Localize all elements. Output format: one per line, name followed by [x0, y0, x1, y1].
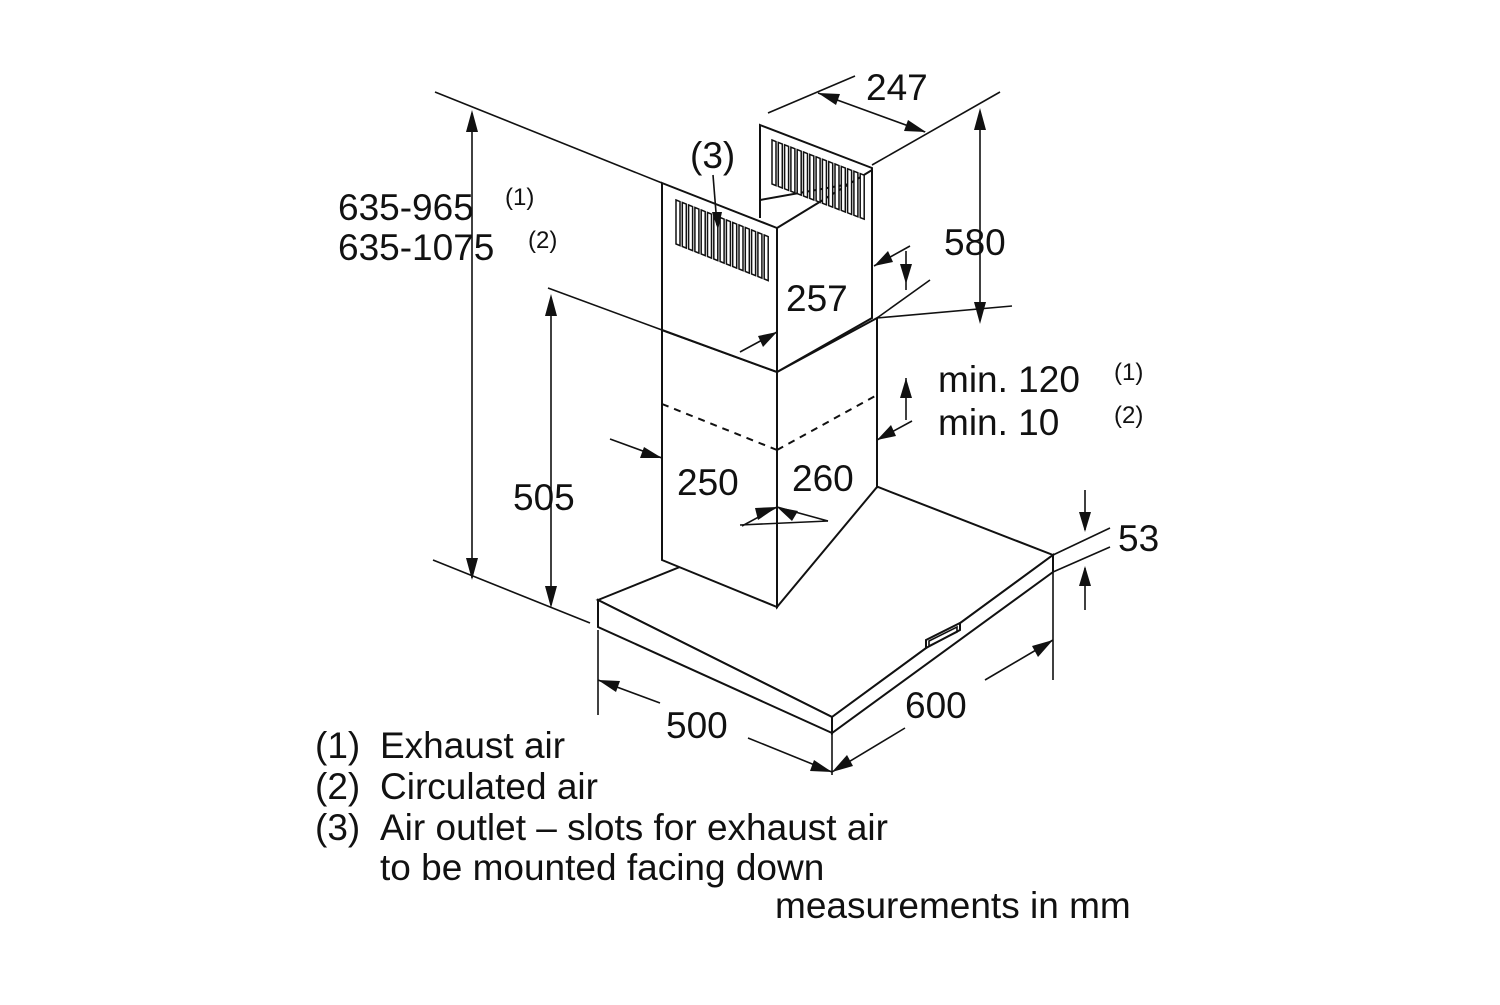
vent-slot	[771, 138, 777, 187]
legend-item-3-text: Air outlet – slots for exhaust air	[380, 807, 888, 848]
vent-slot	[706, 211, 713, 260]
vent-slot	[815, 155, 821, 204]
vent-slot	[840, 165, 847, 214]
vent-slot	[777, 141, 784, 190]
chimney-depth-label: 260	[792, 458, 854, 499]
vent-slot	[757, 231, 763, 280]
lower-height-label: 505	[513, 477, 575, 518]
vent-slot	[809, 153, 815, 202]
top-depth-label: 247	[866, 67, 928, 108]
lower-chimney	[661, 316, 878, 610]
vent-slot	[731, 221, 738, 270]
extension-lines	[432, 75, 1111, 775]
hood-depth-label: 500	[666, 705, 728, 746]
min-2-note: (2)	[1114, 402, 1143, 429]
vent-slot	[859, 172, 865, 221]
vent-slot	[694, 206, 700, 255]
control-panel	[925, 621, 961, 650]
air-outlet-slots-back	[771, 138, 865, 221]
vent-slot	[763, 233, 769, 282]
min-1-label: min. 120	[938, 359, 1080, 400]
units-note: measurements in mm	[775, 885, 1131, 926]
legend-item-3-text-continued: to be mounted facing down	[380, 847, 824, 888]
min-1-note: (1)	[1114, 359, 1143, 386]
vent-slot	[783, 143, 790, 192]
legend-item-2-number: (2)	[315, 766, 360, 807]
chimney-width-label: 250	[677, 462, 739, 503]
hood-width-label: 600	[905, 685, 967, 726]
vent-slot	[700, 208, 706, 257]
vent-slot	[796, 148, 802, 197]
vent-slot	[687, 203, 694, 252]
vent-slot	[725, 218, 732, 267]
vent-slot	[821, 158, 828, 206]
total-height-2-label: 635-1075	[338, 227, 494, 268]
vent-slot	[846, 167, 853, 216]
top-height-label: 580	[944, 222, 1006, 263]
vent-slot	[744, 226, 751, 275]
total-height-2-note: (2)	[528, 227, 557, 254]
vent-slot	[834, 162, 840, 211]
vent-slot	[675, 198, 681, 247]
total-height-1-note: (1)	[505, 184, 534, 211]
vent-slot	[790, 146, 796, 194]
legend-item-2-text: Circulated air	[380, 766, 598, 807]
callout-3-label: (3)	[690, 135, 735, 176]
legend-item-1-text: Exhaust air	[380, 725, 565, 766]
vent-slot	[750, 228, 757, 277]
min-2-label: min. 10	[938, 402, 1059, 443]
hood-thickness-label: 53	[1118, 518, 1159, 559]
vent-slot	[681, 201, 688, 250]
air-outlet-slots-left	[675, 198, 769, 282]
dimension-labels: 247 (3) 635-965 (1) 635-1075 (2) 580 257…	[338, 67, 1159, 746]
dimension-lines	[466, 92, 1091, 773]
lower-chimney-right-face	[776, 316, 878, 610]
vent-slot	[802, 150, 809, 199]
total-height-1-label: 635-965	[338, 187, 474, 228]
legend-item-1-number: (1)	[315, 725, 360, 766]
vent-slot	[738, 223, 744, 272]
legend-item-3-number: (3)	[315, 807, 360, 848]
top-width-label: 257	[786, 278, 848, 319]
vent-slot	[853, 170, 859, 218]
vent-slot	[827, 160, 834, 209]
overlap-line-right	[776, 394, 878, 451]
legend: (1) Exhaust air (2) Circulated air (3) A…	[315, 725, 1131, 926]
vent-slot	[719, 216, 725, 265]
